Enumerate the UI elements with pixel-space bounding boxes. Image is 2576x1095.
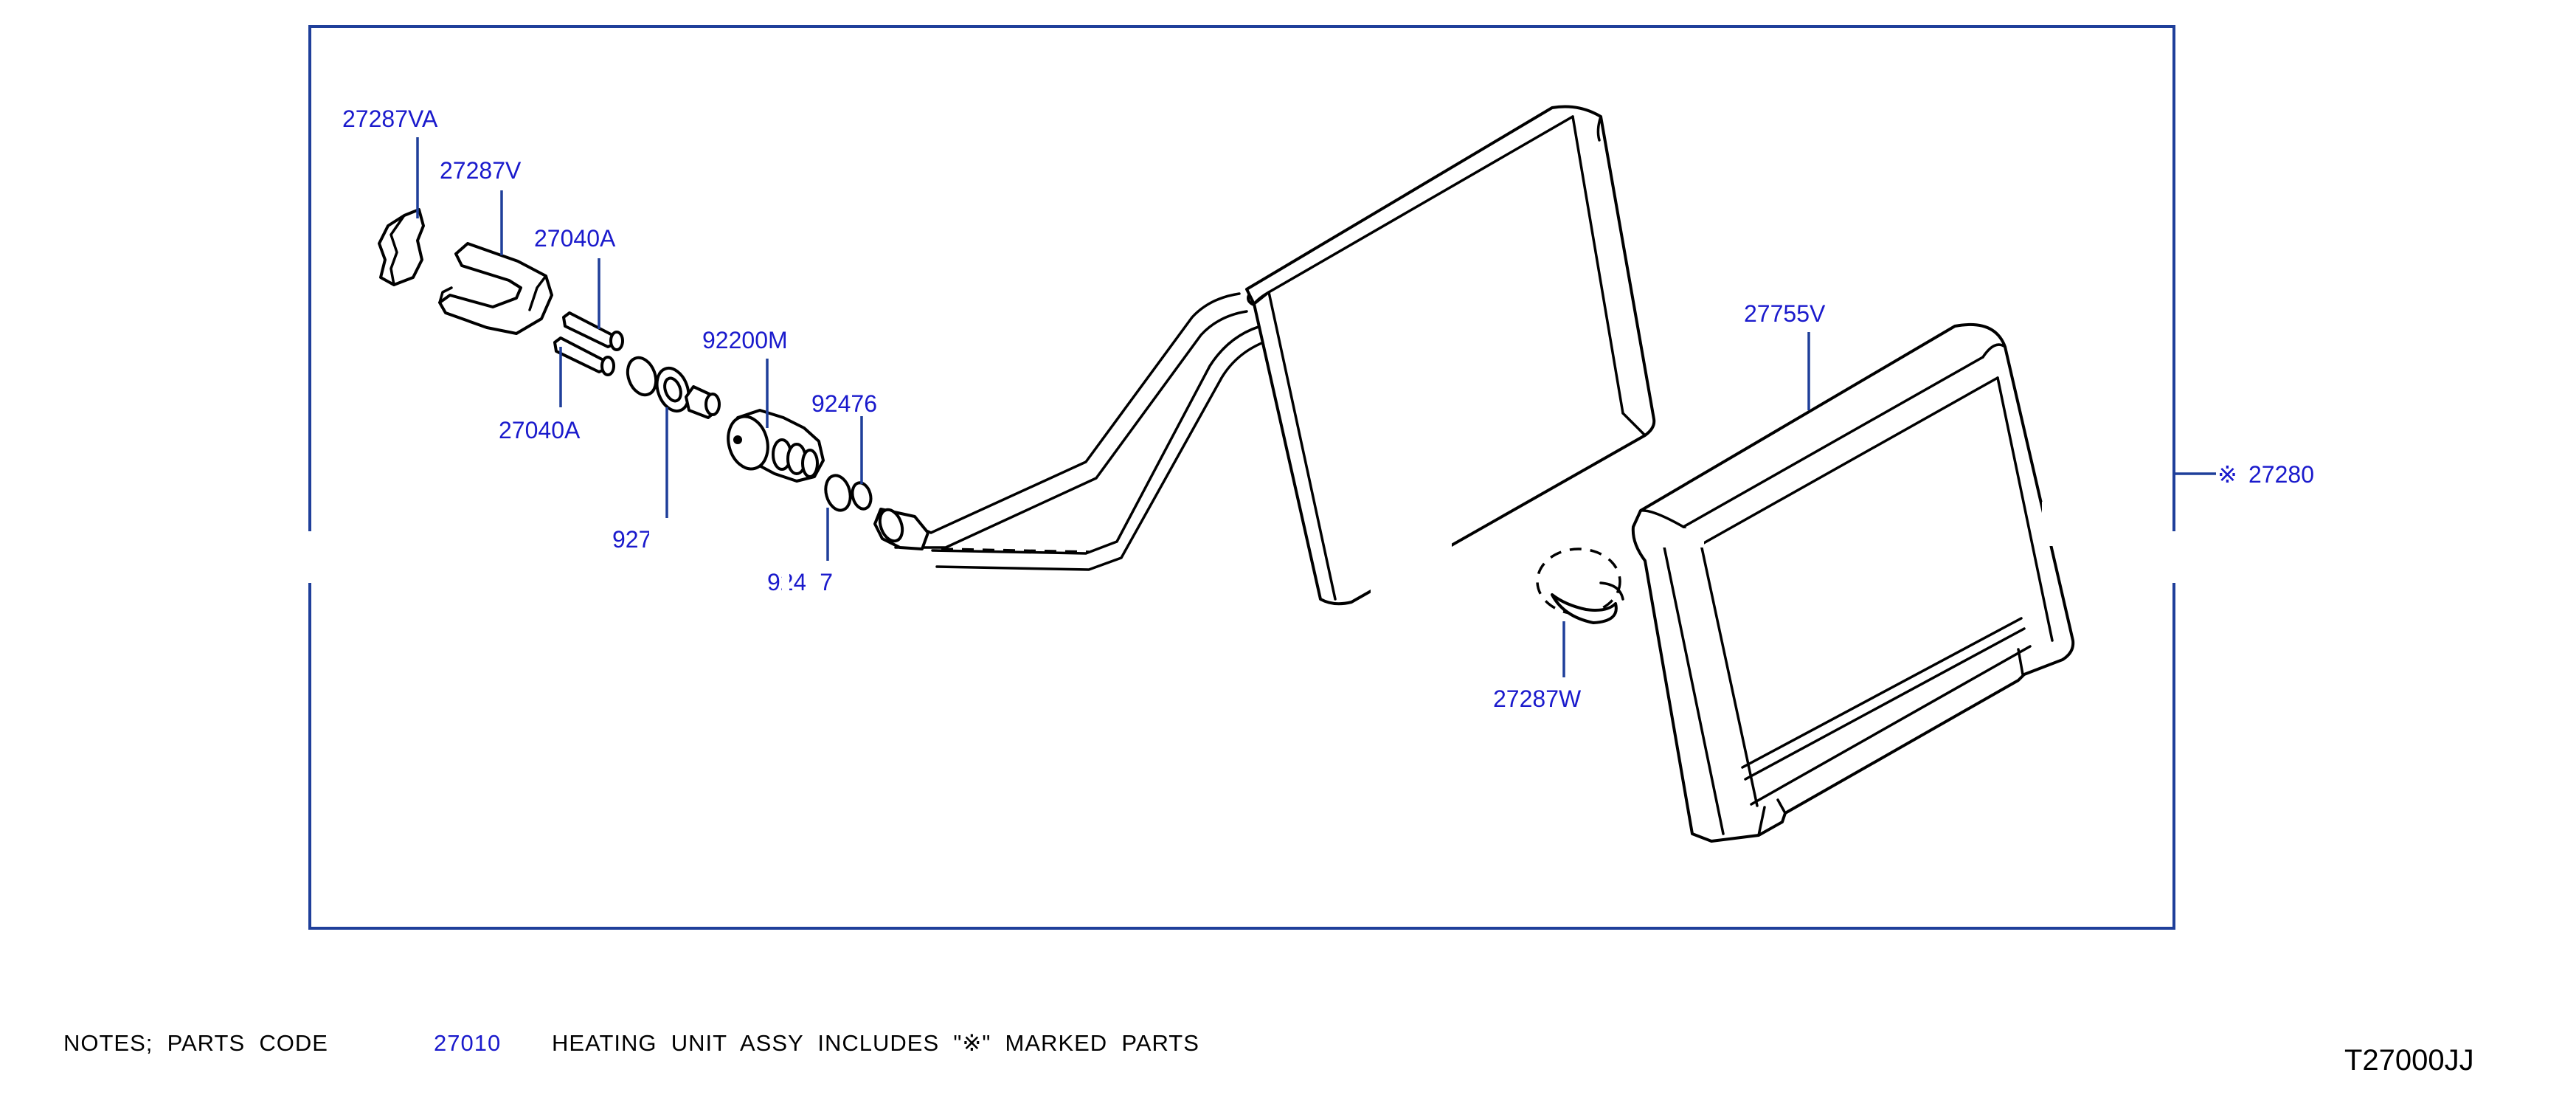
notes-parts-code[interactable]: 27010 — [434, 1030, 501, 1056]
part-92477-o-ring[interactable] — [822, 473, 854, 514]
notes-suffix: HEATING UNIT ASSY INCLUDES "※" MARKED PA… — [552, 1030, 1199, 1056]
callout-27755V[interactable]: 27755V — [1744, 300, 1826, 327]
part-evaporator-core[interactable] — [873, 105, 1656, 606]
part-27287VA-seal[interactable] — [378, 208, 425, 286]
diagram-frame — [308, 25, 2175, 930]
callout-27040A-bottom[interactable]: 27040A — [499, 417, 581, 443]
part-92476-o-ring[interactable] — [850, 481, 873, 511]
notes-prefix: NOTES; PARTS CODE — [63, 1030, 328, 1056]
callout-27287VA[interactable]: 27287VA — [342, 106, 438, 132]
callout-27287W[interactable]: 27287W — [1493, 685, 1582, 712]
part-27287V-seal[interactable] — [438, 242, 553, 335]
part-27755V-case[interactable] — [1631, 322, 2075, 843]
part-27040A-bolts[interactable] — [553, 311, 624, 376]
part-92798-fittings[interactable] — [623, 353, 721, 419]
callout-27280[interactable]: 27280 — [2248, 461, 2314, 488]
callout-92200M[interactable]: 92200M — [702, 327, 788, 353]
callout-27287V[interactable]: 27287V — [440, 157, 522, 184]
callout-92477[interactable]: 92477 — [767, 569, 833, 595]
part-27287W-seal[interactable] — [1536, 548, 1624, 624]
callout-27040A-top[interactable]: 27040A — [534, 225, 616, 252]
part-92200M-expansion-valve[interactable] — [723, 409, 825, 483]
diagram-id: T27000JJ — [2344, 1044, 2474, 1077]
callout-92476[interactable]: 92476 — [811, 390, 877, 417]
callout-27280-mark: ※ — [2217, 461, 2237, 488]
